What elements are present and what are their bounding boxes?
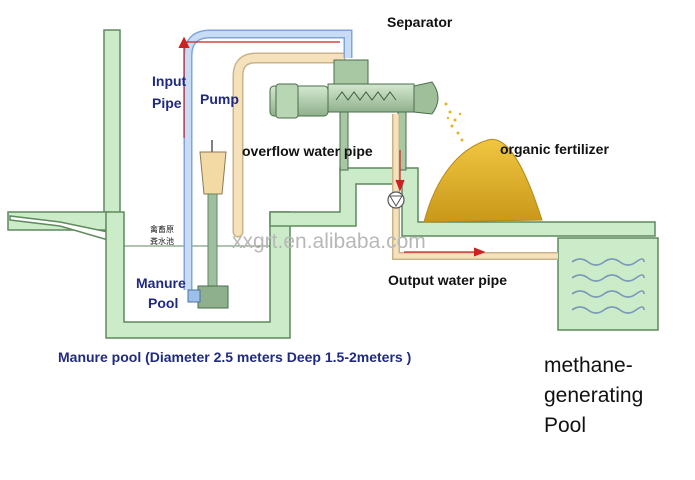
manure-pool-caption: Manure pool (Diameter 2.5 meters Deep 1.… xyxy=(58,349,411,365)
separator-screw xyxy=(335,91,397,101)
overflow-water-pipe-label: overflow water pipe xyxy=(242,143,373,159)
pump-shaft xyxy=(207,193,218,287)
overflow-water-pipe xyxy=(232,52,346,238)
manure-pool-label: Manure xyxy=(136,275,186,291)
methane-pool-tank xyxy=(557,237,659,331)
manure-pool-label-2: Pool xyxy=(148,295,178,311)
methane-water-waves xyxy=(571,258,645,314)
output-water-pipe-label: Output water pipe xyxy=(388,272,507,288)
organic-fertilizer-heap xyxy=(423,138,543,223)
pump xyxy=(187,140,229,309)
separator-motor-cap xyxy=(275,83,299,119)
output-water-pipe xyxy=(392,114,558,260)
input-pipe xyxy=(183,29,353,290)
valve xyxy=(387,191,405,209)
pump-label: Pump xyxy=(200,91,239,107)
pump-motor xyxy=(199,151,227,195)
input-pipe-label-2: Pipe xyxy=(152,95,182,111)
separator-machine xyxy=(269,59,439,171)
tank-sign-line1: 禽畜原 xyxy=(150,224,174,234)
submersible-pump xyxy=(197,285,229,309)
separator-stand xyxy=(339,111,349,171)
left-divider-wall xyxy=(103,29,121,231)
watermark: xxgrt.en.alibaba.com xyxy=(232,230,426,253)
fertilizer-particles xyxy=(444,102,464,142)
tank-sign-line2: 粪水池 xyxy=(150,236,174,246)
methane-pool-label-2: generating xyxy=(544,384,643,407)
separator-label: Separator xyxy=(387,14,453,30)
separator-discharge xyxy=(413,81,439,115)
methane-pool-label-1: methane- xyxy=(544,354,633,377)
pump-inlet xyxy=(187,289,201,303)
organic-fertilizer-label: organic fertilizer xyxy=(500,141,609,157)
methane-pool-label-3: Pool xyxy=(544,414,586,437)
input-pipe-label: Input xyxy=(152,73,187,89)
flow-arrows xyxy=(178,36,486,257)
ground-structure xyxy=(7,29,659,339)
